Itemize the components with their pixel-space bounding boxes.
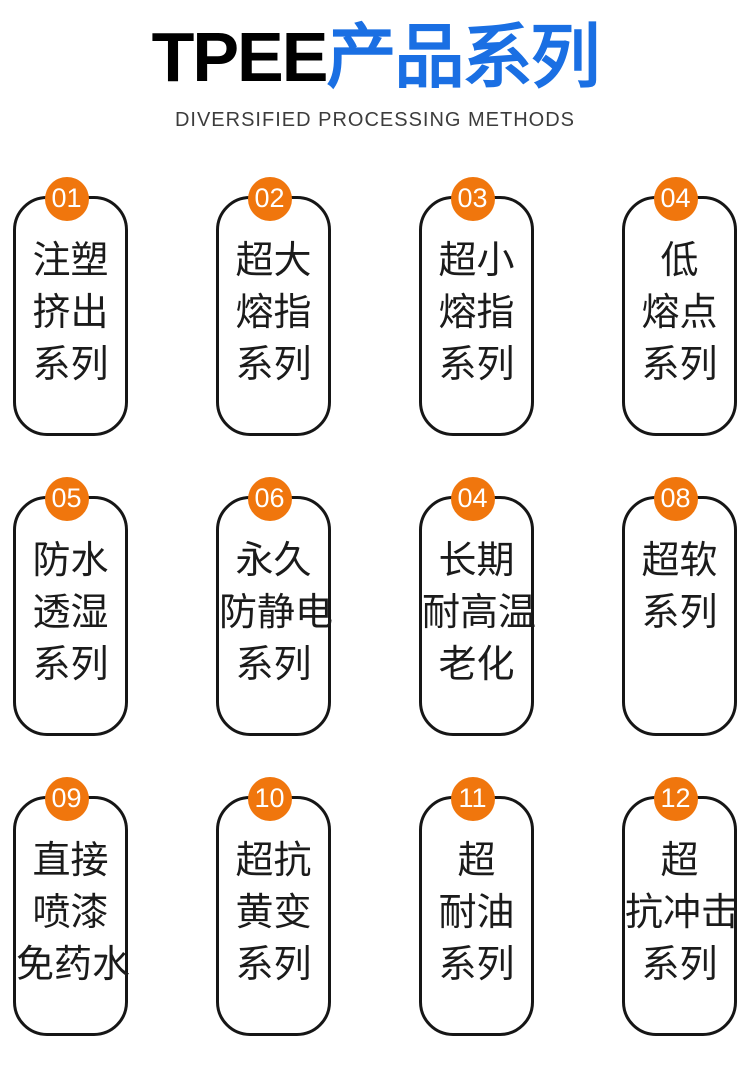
card-title-line: 超大 bbox=[235, 239, 312, 282]
card-title-line: 系列 bbox=[32, 643, 109, 686]
card-title-line: 系列 bbox=[438, 943, 515, 986]
card-title-line: 老化 bbox=[438, 643, 515, 686]
card-title: 超抗 黄变 系列 bbox=[219, 799, 328, 991]
product-card-09: 09 直接 喷漆 免药水 bbox=[13, 776, 131, 1036]
card-title-line: 抗冲击 bbox=[625, 891, 740, 934]
card-title-line: 系列 bbox=[641, 943, 718, 986]
card-number-badge: 11 bbox=[450, 776, 495, 821]
card-title-line: 挤出 bbox=[32, 291, 109, 334]
card-title-line: 免药水 bbox=[16, 943, 131, 986]
card-number: 10 bbox=[254, 783, 285, 814]
card-number: 08 bbox=[660, 483, 691, 514]
product-card-04: 04 低 熔点 系列 bbox=[622, 176, 737, 436]
card-title-line: 耐高温 bbox=[422, 591, 537, 634]
card-number-badge: 09 bbox=[44, 776, 89, 821]
page-title: TPEE产品系列 bbox=[0, 18, 750, 96]
card-title-line: 系列 bbox=[32, 343, 109, 386]
page-title-cjk: 产品系列 bbox=[326, 18, 600, 96]
product-card-06: 06 永久 防静电 系列 bbox=[216, 476, 334, 736]
product-card-01: 01 注塑 挤出 系列 bbox=[13, 176, 128, 436]
card-title-line: 熔指 bbox=[438, 291, 515, 334]
card-title-line: 防水 bbox=[32, 539, 109, 582]
product-card-10: 10 超抗 黄变 系列 bbox=[216, 776, 331, 1036]
card-title-line: 系列 bbox=[235, 943, 312, 986]
card-number: 04 bbox=[457, 483, 488, 514]
card-title: 超软 系列 bbox=[625, 499, 734, 639]
card-title-line: 低 bbox=[660, 239, 699, 282]
card-title-line: 超抗 bbox=[235, 839, 312, 882]
card-title: 长期 耐高温 老化 bbox=[422, 499, 537, 691]
card-title-line: 系列 bbox=[641, 591, 718, 634]
product-card-05: 05 防水 透湿 系列 bbox=[13, 476, 128, 736]
card-number: 06 bbox=[254, 483, 285, 514]
card-number-badge: 01 bbox=[44, 176, 89, 221]
card-number: 02 bbox=[254, 183, 285, 214]
card-title-line: 超软 bbox=[641, 539, 718, 582]
card-number-badge: 04 bbox=[450, 476, 495, 521]
card-number-badge: 10 bbox=[247, 776, 292, 821]
card-title-line: 熔点 bbox=[641, 291, 718, 334]
card-number-badge: 02 bbox=[247, 176, 292, 221]
card-number: 05 bbox=[51, 483, 82, 514]
card-title: 直接 喷漆 免药水 bbox=[16, 799, 131, 991]
card-number-badge: 08 bbox=[653, 476, 698, 521]
card-title-line: 透湿 bbox=[32, 591, 109, 634]
card-number: 12 bbox=[660, 783, 691, 814]
card-title-line: 耐油 bbox=[438, 891, 515, 934]
card-title-line: 黄变 bbox=[235, 891, 312, 934]
page-subtitle: DIVERSIFIED PROCESSING METHODS bbox=[174, 108, 576, 131]
card-number-badge: 06 bbox=[247, 476, 292, 521]
card-title-line: 永久 bbox=[235, 539, 312, 582]
card-title-line: 系列 bbox=[438, 343, 515, 386]
product-card-07: 04 长期 耐高温 老化 bbox=[419, 476, 537, 736]
card-title-line: 超小 bbox=[438, 239, 515, 282]
card-title-line: 长期 bbox=[438, 539, 515, 582]
card-title-line: 超 bbox=[660, 839, 699, 882]
card-title-line: 熔指 bbox=[235, 291, 312, 334]
card-title: 低 熔点 系列 bbox=[625, 199, 734, 391]
card-number: 03 bbox=[457, 183, 488, 214]
card-title: 超小 熔指 系列 bbox=[422, 199, 531, 391]
card-number-badge: 12 bbox=[653, 776, 698, 821]
card-title-line: 系列 bbox=[235, 643, 312, 686]
card-title-line: 系列 bbox=[641, 343, 718, 386]
card-title: 超大 熔指 系列 bbox=[219, 199, 328, 391]
card-number: 11 bbox=[458, 783, 487, 814]
card-title: 防水 透湿 系列 bbox=[16, 499, 125, 691]
card-title: 永久 防静电 系列 bbox=[219, 499, 334, 691]
card-number: 09 bbox=[51, 783, 82, 814]
card-title: 注塑 挤出 系列 bbox=[16, 199, 125, 391]
card-title-line: 直接 bbox=[32, 839, 109, 882]
product-card-02: 02 超大 熔指 系列 bbox=[216, 176, 331, 436]
product-card-11: 11 超 耐油 系列 bbox=[419, 776, 534, 1036]
product-card-08: 08 超软 系列 bbox=[622, 476, 737, 736]
product-card-12: 12 超 抗冲击 系列 bbox=[622, 776, 740, 1036]
card-title-line: 防静电 bbox=[219, 591, 334, 634]
page-header: TPEE产品系列 DIVERSIFIED PROCESSING METHODS bbox=[0, 0, 750, 132]
card-number: 01 bbox=[51, 183, 82, 214]
card-title: 超 耐油 系列 bbox=[422, 799, 531, 991]
card-title-line: 注塑 bbox=[32, 239, 109, 282]
page-title-latin: TPEE bbox=[151, 18, 329, 96]
card-number-badge: 04 bbox=[653, 176, 698, 221]
card-title: 超 抗冲击 系列 bbox=[625, 799, 740, 991]
product-card-grid: 01 注塑 挤出 系列 02 超大 熔指 系列 03 超小 熔指 系列 04 低… bbox=[13, 176, 740, 1036]
card-number: 04 bbox=[660, 183, 691, 214]
card-title-line: 系列 bbox=[235, 343, 312, 386]
product-card-03: 03 超小 熔指 系列 bbox=[419, 176, 534, 436]
card-number-badge: 05 bbox=[44, 476, 89, 521]
card-title-line: 超 bbox=[457, 839, 496, 882]
card-number-badge: 03 bbox=[450, 176, 495, 221]
card-title-line: 喷漆 bbox=[32, 891, 109, 934]
